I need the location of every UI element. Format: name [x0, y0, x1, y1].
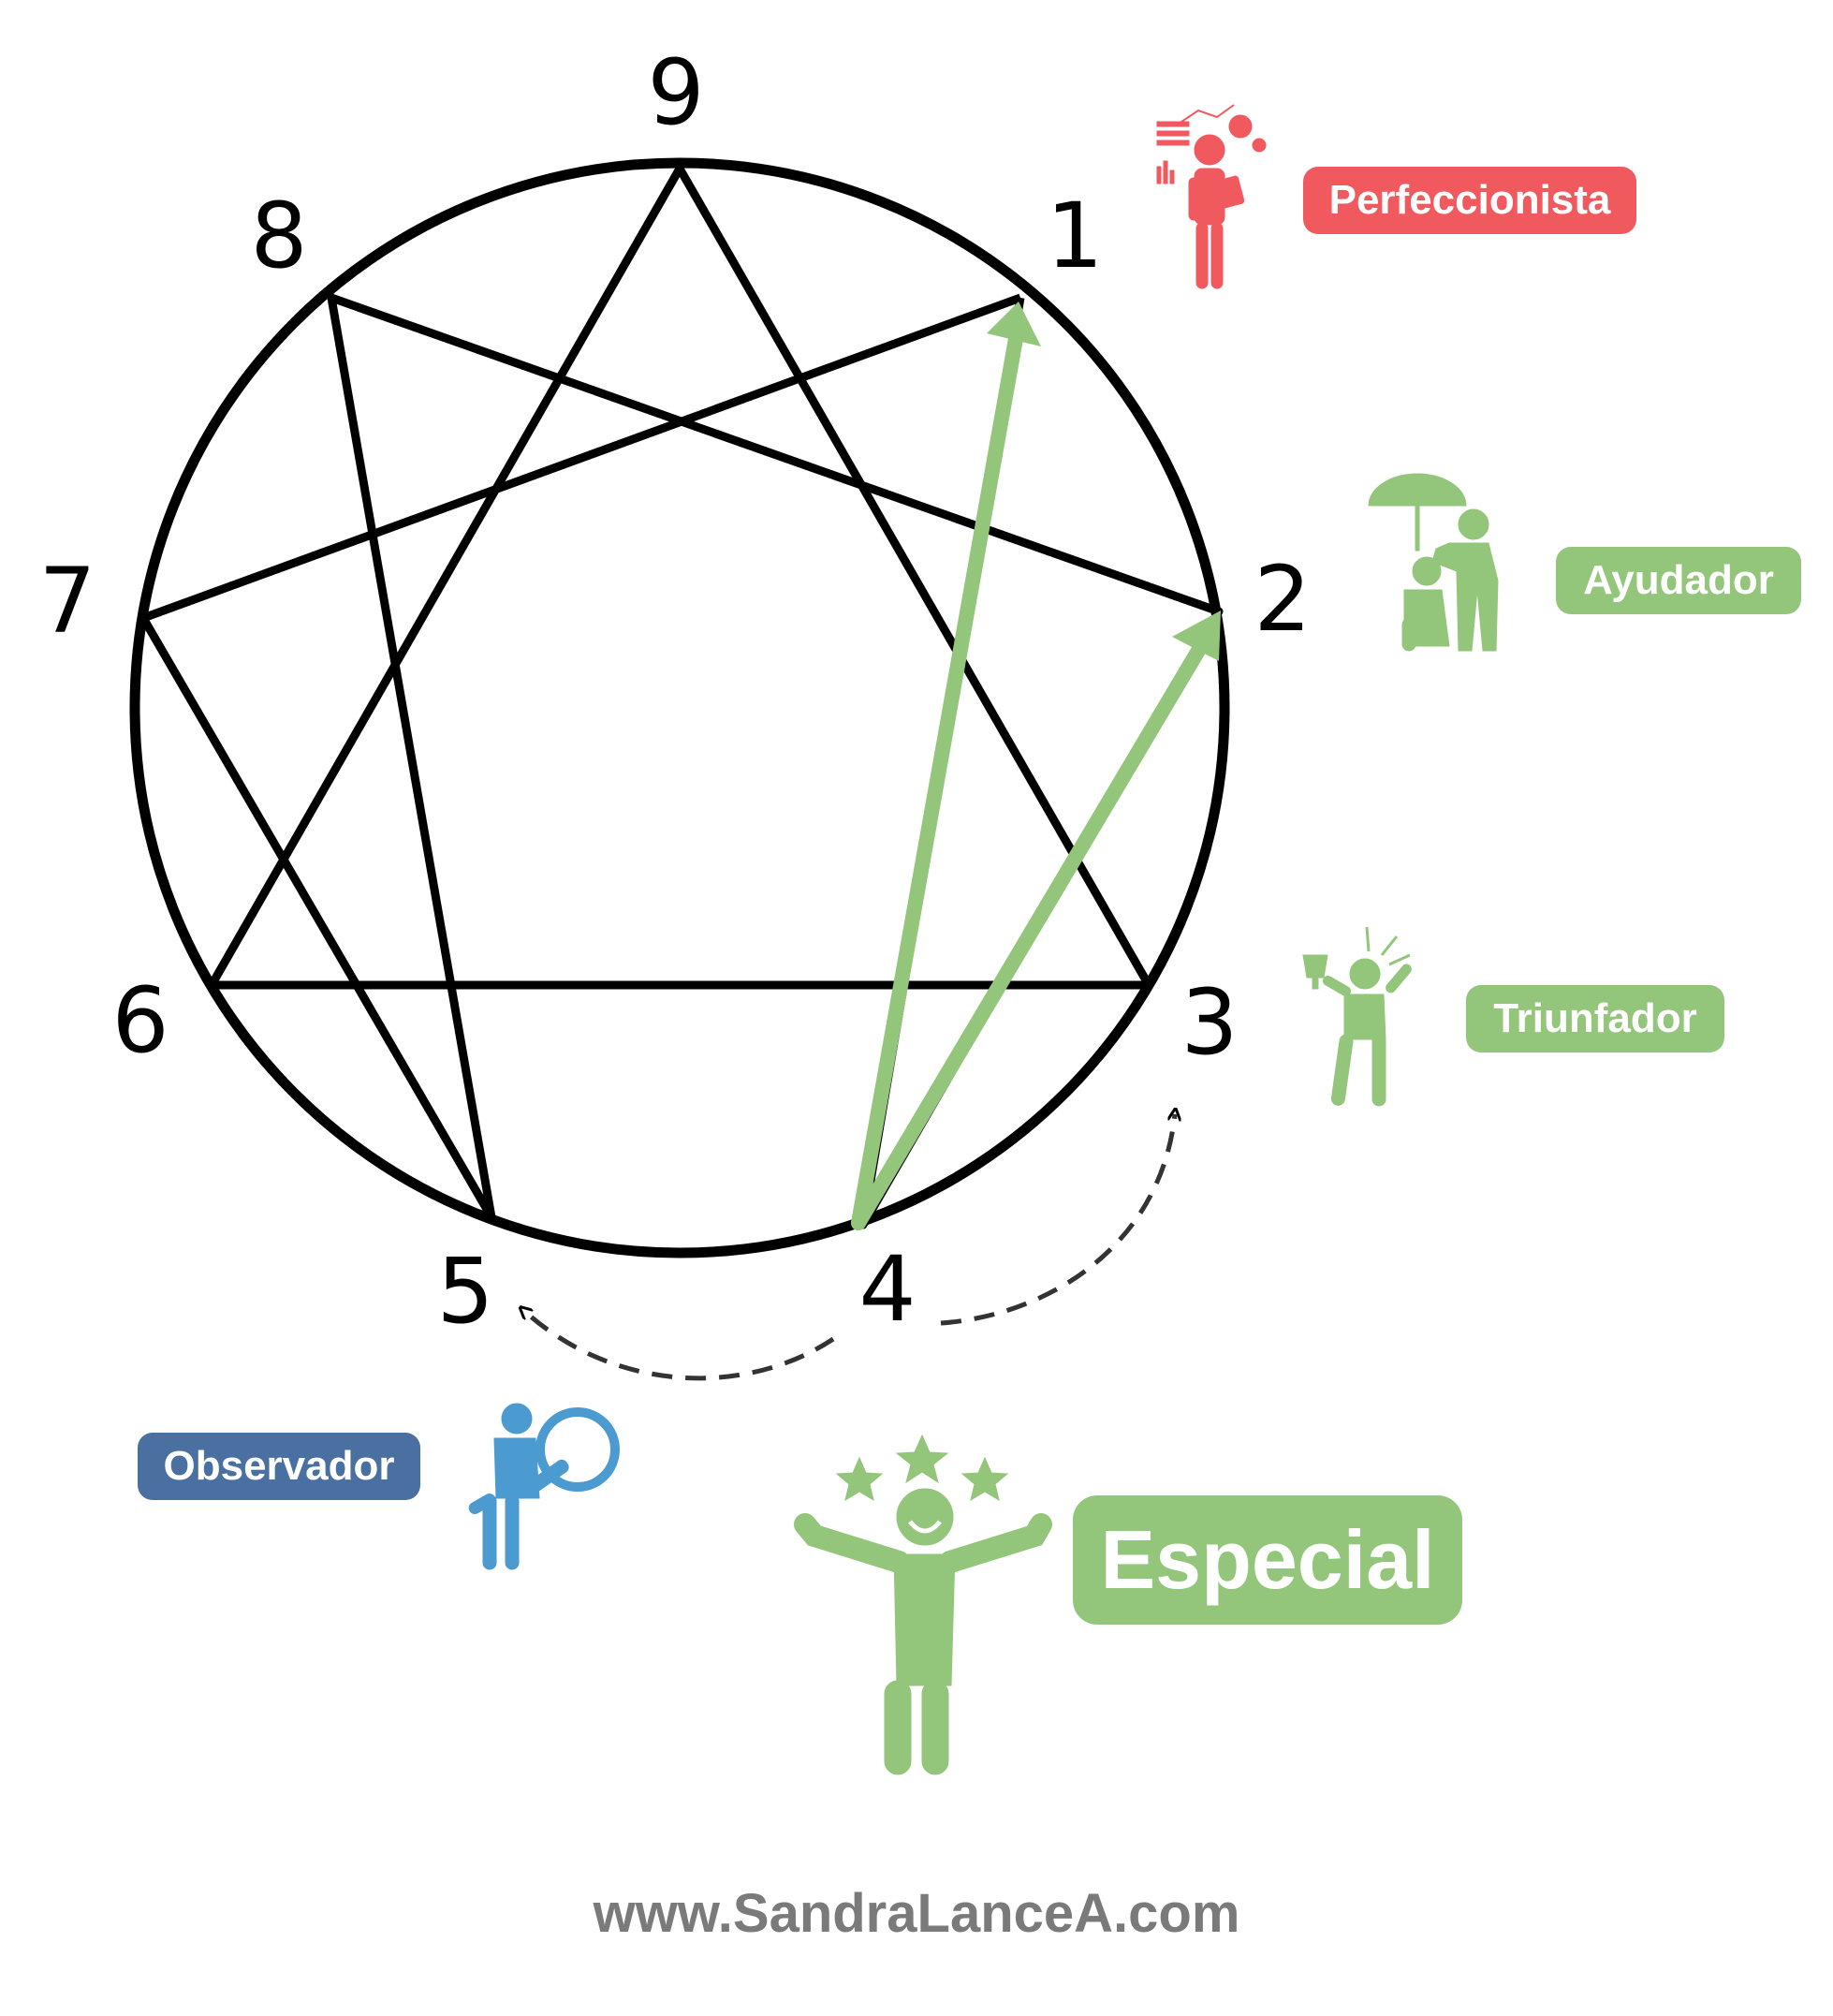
badge-especial: Especial — [1073, 1495, 1462, 1625]
winner-trophy-icon — [1302, 926, 1412, 1107]
number-1: 1 — [1046, 184, 1103, 288]
number-7: 7 — [38, 549, 95, 654]
number-5: 5 — [436, 1239, 493, 1344]
dashed-arrow-4-to-5 — [524, 1311, 835, 1381]
happy-person-stars-icon — [794, 1434, 1052, 1775]
dashed-arrow-4-to-3 — [940, 1114, 1175, 1326]
number-2: 2 — [1254, 547, 1311, 652]
enneagram-triangle — [207, 164, 1153, 990]
number-6: 6 — [111, 968, 169, 1073]
enneagram-circle — [129, 157, 1230, 1258]
arrow-4-to-2 — [851, 627, 1215, 1230]
arrow-4-to-1 — [851, 316, 1026, 1230]
businessman-icon — [1156, 104, 1267, 289]
helper-umbrella-icon — [1368, 473, 1499, 652]
badge-ayudador: Ayudador — [1556, 547, 1801, 614]
badge-perfeccionista: Perfeccionista — [1303, 167, 1636, 234]
enneagram-hexad — [139, 293, 1224, 1229]
number-8: 8 — [250, 184, 307, 288]
website-footer[interactable]: www.SandraLanceA.com — [593, 1883, 1240, 1944]
badge-triunfador: Triunfador — [1466, 985, 1724, 1052]
magnifier-person-icon — [468, 1403, 620, 1570]
badge-observador: Observador — [138, 1433, 420, 1500]
arrow-head-2 — [1172, 611, 1221, 661]
growth-arrows — [851, 302, 1221, 1230]
number-4: 4 — [858, 1237, 916, 1342]
number-9: 9 — [647, 40, 704, 145]
arrow-head-1 — [987, 302, 1041, 346]
number-3: 3 — [1180, 970, 1238, 1075]
